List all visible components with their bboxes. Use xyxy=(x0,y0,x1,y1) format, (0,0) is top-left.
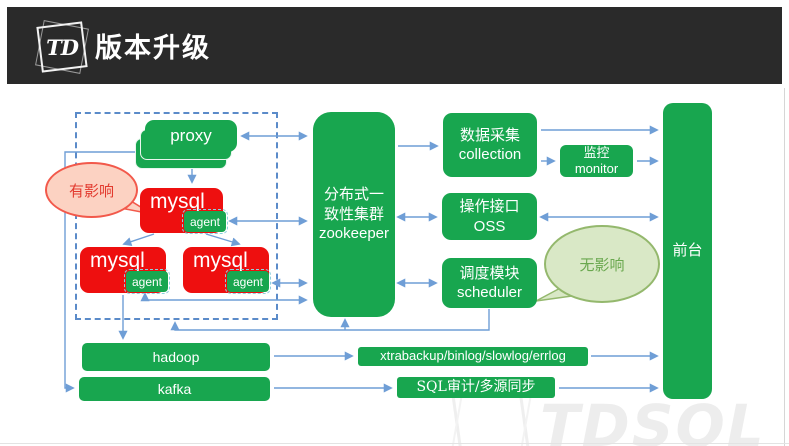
kafka-label: kafka xyxy=(157,380,192,397)
mysql-replica-2-label: mysql xyxy=(193,249,248,272)
oss-label: OSS xyxy=(473,217,506,235)
agent-label: agent xyxy=(131,274,163,289)
scheduler-label: 调度模块 xyxy=(459,264,520,282)
monitor-label: monitor xyxy=(574,161,619,176)
proxy-node: proxy xyxy=(145,120,237,152)
monitor-label: 监控 xyxy=(583,145,610,161)
agent-label: agent xyxy=(189,214,221,229)
collection-label: 数据采集 xyxy=(459,126,520,144)
mysql-replica-2-agent-badge: agent xyxy=(225,269,271,294)
impacted-callout: 有影响 xyxy=(45,162,138,218)
mysql-primary-agent-badge: agent xyxy=(182,209,228,234)
hadoop-node: hadoop xyxy=(82,343,270,371)
td-logo-text: TD xyxy=(46,34,79,60)
zookeeper-label: zookeeper xyxy=(318,225,390,243)
zookeeper-label: 致性集群 xyxy=(323,205,384,223)
tdsql-watermark: TDSQL xyxy=(540,392,766,446)
monitor-node: 监控 monitor xyxy=(560,145,633,177)
header: TD 版本升级 xyxy=(7,7,782,84)
collection-label: collection xyxy=(458,146,522,163)
sql-audit-label: SQL审计/多源同步 xyxy=(416,379,536,396)
mysql-primary-label: mysql xyxy=(150,190,205,213)
proxy-label: proxy xyxy=(170,125,212,145)
zookeeper-node: 分布式一 致性集群 zookeeper xyxy=(313,112,395,317)
mysql-replica-1-agent-badge: agent xyxy=(124,269,170,294)
slide-right-edge xyxy=(784,88,785,446)
kafka-node: kafka xyxy=(79,377,270,401)
sql-audit-node: SQL审计/多源同步 xyxy=(397,377,555,398)
logs-node: xtrabackup/binlog/slowlog/errlog xyxy=(358,347,588,366)
impacted-callout-label: 有影响 xyxy=(68,182,114,200)
no-impact-callout: 无影响 xyxy=(544,225,660,303)
oss-node: 操作接口 OSS xyxy=(442,193,537,240)
hadoop-label: hadoop xyxy=(152,348,200,365)
collection-node: 数据采集 collection xyxy=(443,113,537,177)
agent-label: agent xyxy=(232,274,264,289)
page-title: 版本升级 xyxy=(95,33,211,63)
slide-bottom-edge xyxy=(0,443,789,444)
frontend-node: 前台 xyxy=(663,103,712,399)
oss-label: 操作接口 xyxy=(459,198,520,215)
td-logo-icon: TD xyxy=(35,20,89,74)
logs-label: xtrabackup/binlog/slowlog/errlog xyxy=(380,348,566,364)
no-impact-callout-label: 无影响 xyxy=(579,256,625,274)
zookeeper-label: 分布式一 xyxy=(323,186,384,204)
scheduler-label: scheduler xyxy=(456,284,523,301)
frontend-label: 前台 xyxy=(672,242,703,260)
scheduler-node: 调度模块 scheduler xyxy=(442,258,537,308)
mysql-replica-1-label: mysql xyxy=(90,249,145,272)
